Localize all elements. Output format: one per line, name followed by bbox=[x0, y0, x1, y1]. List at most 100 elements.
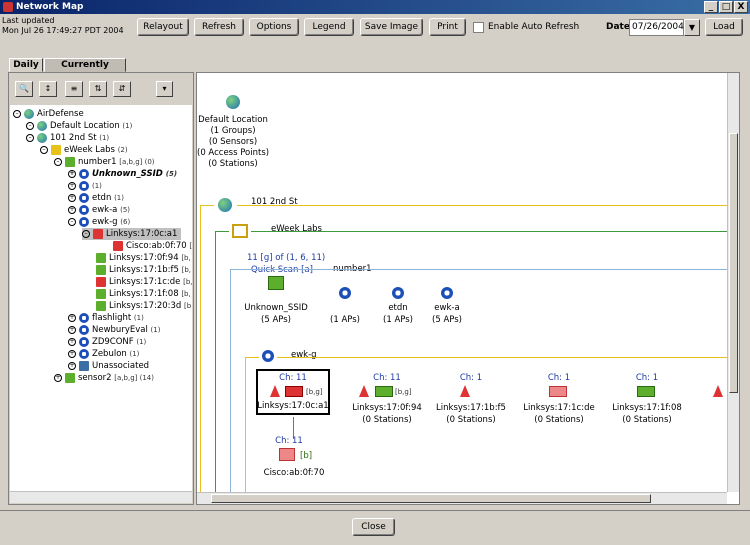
tree-node-newburyeval[interactable]: +NewburyEval (1) bbox=[68, 324, 161, 335]
ap-channel: Ch: 11 bbox=[279, 373, 307, 383]
group-vertical-line bbox=[215, 231, 216, 495]
network-tree[interactable]: –AirDefense –Default Location (1) –101 2… bbox=[10, 105, 192, 491]
ssid-group-connector bbox=[245, 357, 259, 358]
sort-desc-icon[interactable]: ⇵ bbox=[113, 81, 131, 97]
date-label: Date bbox=[606, 22, 630, 32]
relayout-button[interactable]: Relayout bbox=[137, 18, 189, 36]
tree-node-unassociated[interactable]: +Unassociated bbox=[68, 360, 150, 371]
toggle-icon[interactable]: + bbox=[68, 181, 76, 190]
toggle-icon[interactable]: + bbox=[68, 205, 76, 214]
maximize-button[interactable]: □ bbox=[719, 1, 733, 13]
tree-node-linksys-0ca1[interactable]: –Linksys:17:0c:a1 bbox=[82, 228, 182, 240]
toggle-icon[interactable]: + bbox=[68, 169, 76, 178]
tree-node-etdn[interactable]: +etdn (1) bbox=[68, 192, 124, 203]
tree-node-linksys-1bf5[interactable]: Linksys:17:1b:f5 [b, bbox=[96, 264, 191, 276]
globe-icon bbox=[37, 132, 47, 143]
tree-node-linksys-1f08[interactable]: Linksys:17:1f:08 [b, bbox=[96, 288, 191, 300]
ap-stations: (0 Stations) bbox=[622, 415, 672, 425]
auto-refresh-checkbox[interactable] bbox=[473, 22, 484, 33]
globe-icon bbox=[37, 120, 47, 131]
toggle-icon[interactable]: + bbox=[54, 373, 62, 382]
collapse-icon[interactable]: ↕ bbox=[39, 81, 57, 97]
scrollbar-thumb[interactable] bbox=[211, 494, 651, 503]
quick-scan-label: Quick Scan [a] bbox=[251, 265, 313, 275]
close-window-button[interactable]: X bbox=[734, 1, 748, 13]
ap-name: Linksys:17:1c:de bbox=[523, 403, 595, 413]
last-updated: Last updated Mon Jul 26 17:49:27 PDT 200… bbox=[2, 16, 124, 36]
save-image-button[interactable]: Save Image bbox=[360, 18, 423, 36]
tab-daily[interactable]: Daily bbox=[9, 58, 43, 72]
print-button[interactable]: Print bbox=[429, 18, 466, 36]
sort-asc-icon[interactable]: ⇅ bbox=[89, 81, 107, 97]
tree-node-ewk-g[interactable]: –ewk-g (6) bbox=[68, 216, 130, 228]
toggle-icon[interactable]: – bbox=[40, 145, 48, 154]
ap-channel: Ch: 1 bbox=[635, 373, 659, 383]
access-point-icon bbox=[96, 288, 106, 299]
toggle-icon[interactable]: + bbox=[68, 349, 76, 358]
default-location-aps: (0 Access Points) bbox=[197, 148, 270, 158]
alarm-icon bbox=[359, 385, 369, 397]
ap-stations: (0 Stations) bbox=[534, 415, 584, 425]
toggle-icon[interactable]: – bbox=[26, 133, 34, 142]
globe-icon bbox=[218, 198, 232, 212]
toggle-icon[interactable]: – bbox=[82, 229, 90, 238]
ap-mode: [b,g] bbox=[306, 388, 323, 396]
ap-channel: Ch: 1 bbox=[459, 373, 483, 383]
expand-icon[interactable]: ≡ bbox=[65, 81, 83, 97]
sensor-channel-label: 11 [g] of (1, 6, 11) bbox=[247, 253, 326, 263]
toggle-icon[interactable]: + bbox=[68, 361, 76, 370]
tree-node-zd9conf[interactable]: +ZD9CONF (1) bbox=[68, 336, 147, 347]
ssid-icon bbox=[79, 204, 89, 215]
selected-access-point-box[interactable] bbox=[256, 369, 330, 415]
tree-node-zebulon[interactable]: +Zebulon (1) bbox=[68, 348, 140, 359]
toggle-icon[interactable]: + bbox=[68, 313, 76, 322]
toggle-icon[interactable]: – bbox=[13, 109, 21, 118]
sensor-icon bbox=[268, 276, 284, 290]
minimize-button[interactable]: _ bbox=[704, 1, 718, 13]
load-button[interactable]: Load bbox=[705, 18, 743, 36]
tree-node-sensor2[interactable]: +sensor2 [a,b,g] (14) bbox=[54, 372, 154, 383]
tree-node-number1[interactable]: –number1 [a,b,g] (0) bbox=[54, 156, 155, 168]
access-point-icon bbox=[96, 264, 106, 275]
tree-node-linksys-203d[interactable]: Linksys:17:20:3d [b bbox=[96, 300, 191, 312]
legend-button[interactable]: Legend bbox=[304, 18, 354, 36]
options-button[interactable]: Options bbox=[249, 18, 299, 36]
tree-node-linksys-0f94[interactable]: Linksys:17:0f:94 [b, bbox=[96, 252, 191, 264]
tree-node-default-location[interactable]: –Default Location (1) bbox=[26, 120, 132, 132]
close-button[interactable]: Close bbox=[352, 518, 395, 536]
tree-node-hidden-ssid[interactable]: +(1) bbox=[68, 180, 102, 191]
toggle-icon[interactable]: + bbox=[68, 337, 76, 346]
tree-node-101-2nd-st[interactable]: –101 2nd St (1) bbox=[26, 132, 109, 144]
tree-horizontal-scrollbar[interactable] bbox=[10, 491, 192, 503]
scrollbar-thumb[interactable] bbox=[729, 133, 738, 393]
tree-node-flashlight[interactable]: +flashlight (1) bbox=[68, 312, 144, 323]
ap-stations: (0 Stations) bbox=[446, 415, 496, 425]
tree-node-unknown-ssid[interactable]: +Unknown_SSID (5) bbox=[68, 168, 178, 179]
ap-stations: (0 Stations) bbox=[362, 415, 412, 425]
toggle-icon[interactable]: – bbox=[54, 157, 62, 166]
date-dropdown-button[interactable]: ▼ bbox=[684, 19, 700, 36]
map-vertical-scrollbar[interactable] bbox=[727, 73, 739, 492]
toggle-icon[interactable]: + bbox=[68, 193, 76, 202]
ssid-icon bbox=[79, 168, 89, 179]
map-horizontal-scrollbar[interactable] bbox=[197, 492, 727, 504]
find-icon[interactable]: 🔍 bbox=[15, 81, 33, 97]
toggle-icon[interactable]: – bbox=[26, 121, 34, 130]
toggle-icon[interactable]: – bbox=[68, 217, 76, 226]
refresh-button[interactable]: Refresh bbox=[194, 18, 244, 36]
station-connector bbox=[293, 417, 294, 439]
tree-node-airdefense[interactable]: –AirDefense bbox=[13, 108, 84, 120]
site-label: 101 2nd St bbox=[251, 197, 298, 207]
date-field[interactable]: 07/26/2004 bbox=[629, 19, 684, 36]
tree-menu-chevron-icon[interactable]: ▾ bbox=[156, 81, 173, 97]
tree-node-cisco-0f70[interactable]: Cisco:ab:0f:70 [ bbox=[113, 240, 192, 252]
tree-node-linksys-1cde[interactable]: Linksys:17:1c:de [b, bbox=[96, 276, 192, 288]
ssid-count: (5 APs) bbox=[261, 315, 291, 325]
tree-node-eweek-labs[interactable]: –eWeek Labs (2) bbox=[40, 144, 128, 156]
tree-node-ewk-a[interactable]: +ewk-a (5) bbox=[68, 204, 131, 215]
network-map-canvas[interactable]: Default Location (1 Groups) (0 Sensors) … bbox=[196, 72, 740, 505]
tab-currently-active[interactable]: Currently Active bbox=[44, 58, 126, 82]
toggle-icon[interactable]: + bbox=[68, 325, 76, 334]
globe-icon bbox=[24, 108, 34, 119]
ap-name: Linksys:17:0c:a1 bbox=[257, 401, 329, 411]
